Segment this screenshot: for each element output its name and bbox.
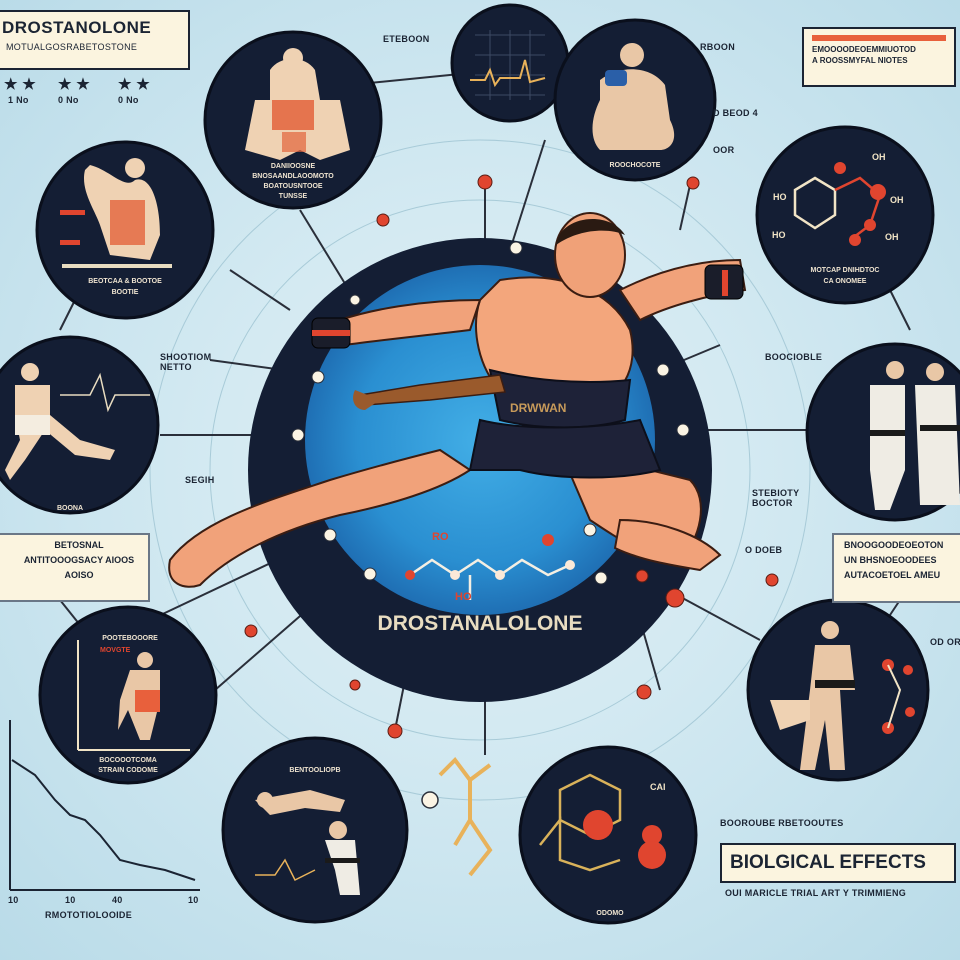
graph-x-tick-4: 10 [188, 895, 199, 905]
graph-x-tick-2: 10 [65, 895, 76, 905]
label-top-right: RBOON [700, 42, 735, 52]
center-label: DROSTANALOLONE [378, 612, 583, 635]
circle-chemistry: HO OH OH HO OH MOTCAP DNIHDTOC CA ONOMEE [755, 125, 935, 305]
c6-line-1: POOTEBOOORE [102, 635, 158, 642]
left-box-line-2: ANTITOOOGSACY AIOOS [23, 555, 135, 565]
circle-kick-fighter: BOONA [0, 335, 160, 515]
effects-title: BIOLGICAL EFFECTS [730, 852, 926, 873]
outer-ring-guide [149, 139, 811, 801]
stick-figure [421, 756, 493, 877]
page-title: DROSTANOLONE [2, 18, 152, 37]
c6-line-2: MOVGTE [100, 647, 131, 654]
circle-fighter-chart: POOTEBOOORE MOVGTE BOCOOOTCOMA STRAIN CO… [38, 605, 218, 785]
c1-line-1: DANIIOOSNE [271, 163, 316, 170]
circle-molecule: CAI ODOMO [518, 745, 698, 925]
note-accent-bar [812, 35, 946, 41]
page-subtitle: MOTUALGOSRABETOSTONE [6, 42, 138, 52]
left-info-box: BETOSNAL ANTITOOOGSACY AIOOS AOISO [0, 533, 150, 602]
label-right-low: O DOEB [745, 545, 783, 555]
right-box-line-1: BNOOGOODEOEOTON [844, 540, 944, 550]
right-box-line-2: UN BHSNOEOODEES [844, 555, 937, 565]
circle-flex-figure: BEOTCAA & BOOTOE BOOTIE [35, 140, 215, 320]
circle-judo [805, 342, 960, 522]
rating-3-label: 0 No [118, 95, 139, 105]
c1-line-3: BOATOUSNTOOE [263, 183, 322, 190]
molecule-ho-label: HO [455, 591, 472, 603]
c4-label-oh1: OH [872, 152, 886, 162]
circle-ecg-graph [450, 3, 570, 123]
note-line-2: A ROOSSMYFAL NIOTES [812, 56, 908, 65]
circle-crouch-fighter: ROOCHOCOTE [553, 18, 717, 182]
c6-line-3: BOCOOOTCOMA [99, 757, 157, 764]
c7-line-1: BENTOOLIOPB [289, 767, 340, 774]
rating-3-stars: ★ ★ [118, 76, 150, 93]
white-pins [291, 241, 690, 585]
c8-label-cai: CAI [650, 782, 666, 792]
shorts-badge: DRWWAN [510, 401, 566, 415]
red-pins [244, 174, 779, 739]
martial-artist-figure: DRWWAN [168, 212, 747, 588]
label-right-mid: STEBIOTY BOCTOR [752, 488, 800, 508]
effects-subtitle: BOOROUBE RBETOOUTES [720, 818, 844, 828]
center-molecule [409, 558, 571, 600]
graph-x-tick-3: 40 [112, 895, 123, 905]
label-low-left: SEGIH [185, 475, 215, 485]
title-box: DROSTANOLONE MOTUALGOSRABETOSTONE [0, 10, 190, 70]
circle-throw: BENTOOLIOPB [221, 736, 409, 924]
effects-box: BIOLGICAL EFFECTS [720, 843, 956, 883]
left-box-line-1: BETOSNAL [54, 540, 104, 550]
c6-line-4: STRAIN CODOME [98, 767, 158, 774]
rating-1-label: 1 No [8, 95, 29, 105]
label-top-center: ETEBOON [383, 34, 430, 44]
circle-grapple [746, 598, 930, 782]
c4-label-ho1: HO [773, 192, 787, 202]
label-right-top: D BEOD 4 [713, 108, 758, 118]
molecule-ro-label: RO [432, 531, 449, 543]
c8-label-odomo: ODOMO [596, 910, 624, 917]
graph-x-tick-1: 10 [8, 895, 19, 905]
c3-line-1: ROOCHOCOTE [610, 162, 661, 169]
label-mid-left: SHOOTIOM NETTO [160, 352, 212, 372]
c4-caption-1: MOTCAP DNIHDTOC [811, 267, 880, 274]
left-box-line-3: AOISO [64, 570, 94, 580]
effects-caption: OUI MARICLE TRIAL ART Y TRIMMIENG [725, 888, 907, 898]
right-box-line-3: AUTACOETOEL AMEU [844, 570, 941, 580]
graph-caption: RMOTOTIOLOOIDE [45, 910, 133, 920]
rating-1-stars: ★ ★ [4, 76, 36, 93]
c2-line-1: BEOTCAA & BOOTOE [88, 278, 162, 285]
c4-label-ho2: HO [772, 230, 786, 240]
c5-line-1: BOONA [57, 505, 83, 512]
rating-2-label: 0 No [58, 95, 79, 105]
decline-graph [9, 720, 200, 891]
right-info-box: BNOOGOODEOEOTON UN BHSNOEOODEES AUTACOET… [832, 533, 960, 603]
circle-anatomy: DANIIOOSNE BNOSAANDLAOOMOTO BOATOUSNTOOE… [203, 30, 383, 210]
label-mid-right: BOOCIOBLE [765, 352, 823, 362]
center-molecule-atoms [405, 534, 575, 580]
note-line-1: EMOOOODEOEMMIUOTOD [812, 45, 916, 54]
c4-label-oh3: OH [885, 232, 899, 242]
inner-ring-guide [209, 199, 751, 741]
c4-label-oh2: OH [890, 195, 904, 205]
c2-line-2: BOOTIE [112, 289, 139, 296]
label-side-tr: OD OR [930, 637, 960, 647]
c1-line-2: BNOSAANDLAOOMOTO [252, 173, 334, 180]
c4-caption-2: CA ONOMEE [824, 278, 867, 285]
rating-2-stars: ★ ★ [58, 76, 90, 93]
label-right-top-2: OOR [713, 145, 735, 155]
c1-line-4: TUNSSE [279, 193, 308, 200]
top-note-box: EMOOOODEOEMMIUOTOD A ROOSSMYFAL NIOTES [802, 27, 956, 87]
